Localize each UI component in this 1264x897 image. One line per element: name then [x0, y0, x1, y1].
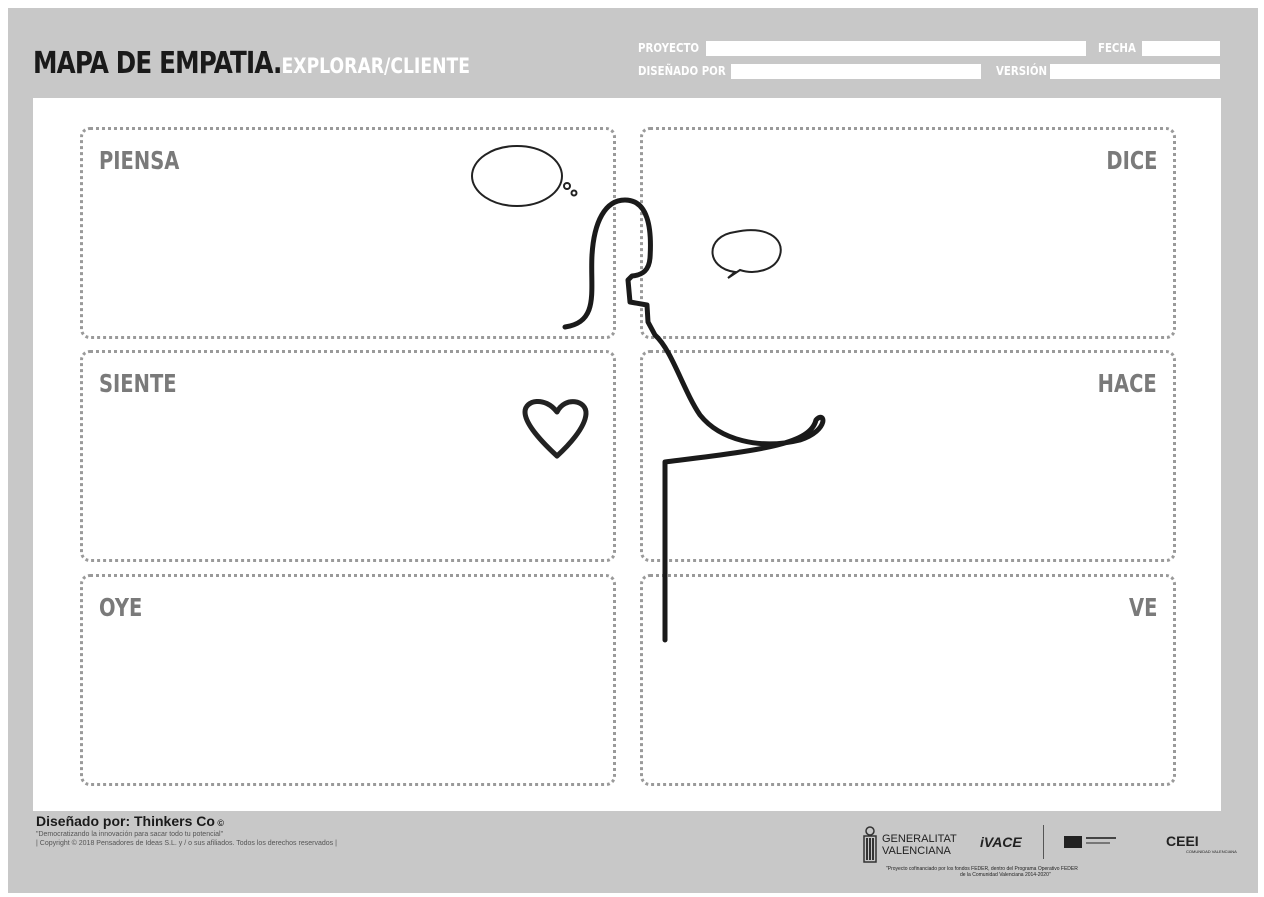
credit-tagline: "Democratizando la innovación para sacar… [36, 831, 223, 838]
logo-divider [1043, 825, 1044, 859]
heart-icon [525, 401, 586, 456]
ivace-logo: iVACE [980, 834, 1022, 850]
thought-bubble-icon [472, 146, 577, 206]
ceei-logo: CEEI [1166, 833, 1199, 849]
ceei-subtitle: COMUNIDAD VALENCIANA [1186, 849, 1237, 854]
credit-title: Diseñado por: Thinkers Co © [36, 813, 224, 829]
credit-copyright: | Copyright © 2018 Pensadores de Ideas S… [36, 840, 337, 847]
eu-flag-icon [1064, 836, 1082, 848]
generalitat-logo: GENERALITAT VALENCIANA [882, 833, 957, 857]
generalitat-crest-icon [862, 826, 878, 864]
eu-text-line [1086, 842, 1110, 844]
eu-text-line [1086, 837, 1116, 839]
funding-line-2: de la Comunidad Valenciana 2014-2020" [960, 872, 1051, 878]
speech-bubble-icon [713, 230, 781, 278]
person-profile-drawing [565, 200, 823, 640]
